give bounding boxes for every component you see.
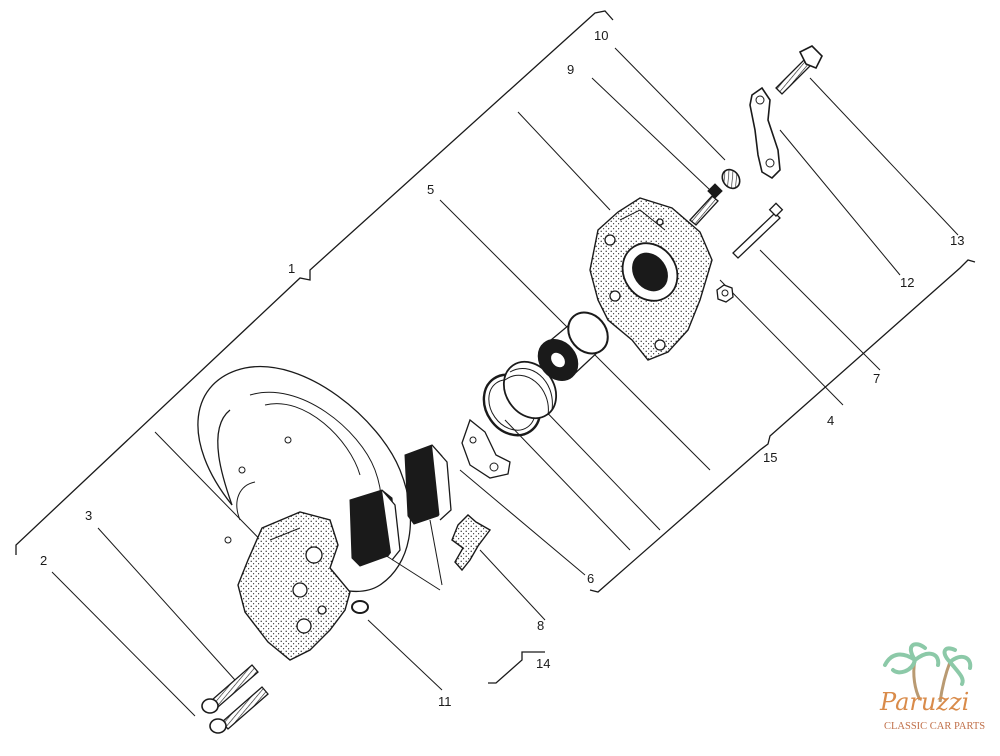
- bleed-screw: [689, 183, 723, 226]
- callout-5: 5: [427, 182, 434, 197]
- brake-pad-inner: [349, 489, 401, 567]
- callout-15: 15: [763, 450, 777, 465]
- bracket-assembly-14: [488, 651, 545, 684]
- callout-12: 12: [900, 275, 914, 290]
- bracket-assembly-1: [15, 10, 614, 555]
- bracket-assembly-15: [589, 259, 976, 593]
- brake-disc: [197, 365, 412, 592]
- anti-rattle-spring: [451, 514, 492, 572]
- caliper-half-outer: [237, 511, 351, 661]
- callout-10: 10: [594, 28, 608, 43]
- dust-cover: [502, 360, 558, 420]
- caliper-bolt-3: [201, 664, 259, 714]
- logo-tagline-text: CLASSIC CAR PARTS: [884, 721, 985, 732]
- callout-3: 3: [85, 508, 92, 523]
- logo-brand-text: Paruzzi: [879, 688, 969, 716]
- caliper-half-inner: [589, 197, 713, 361]
- bleed-screw-cap: [721, 168, 741, 190]
- caliper-bolt-2: [209, 686, 269, 734]
- mounting-bolt-13: [775, 45, 823, 95]
- callout-9: 9: [567, 62, 574, 77]
- callout-8: 8: [537, 618, 544, 633]
- leader-lines: [51, 47, 959, 717]
- piston: [537, 311, 609, 381]
- paruzzi-logo: Paruzzi CLASSIC CAR PARTS: [879, 642, 985, 732]
- callout-7: 7: [873, 371, 880, 386]
- callout-4: 4: [827, 413, 834, 428]
- locking-plate: [749, 86, 781, 180]
- palm-trees-icon: [883, 642, 973, 703]
- retaining-plate: [461, 418, 511, 479]
- callout-1: 1: [288, 261, 295, 276]
- small-seal-ring: [351, 600, 369, 614]
- callout-14: 14: [536, 656, 550, 671]
- callout-11: 11: [438, 694, 452, 709]
- brake-pad-outer: [404, 444, 452, 525]
- callout-labels: 1 2 3 4 5 6 7 8 9 10 11 12 13 14 15: [40, 28, 964, 709]
- bridge-pipe-bolt: [732, 202, 784, 259]
- callout-13: 13: [950, 233, 964, 248]
- callout-2: 2: [40, 553, 47, 568]
- callout-6: 6: [587, 571, 594, 586]
- nut: [716, 284, 734, 303]
